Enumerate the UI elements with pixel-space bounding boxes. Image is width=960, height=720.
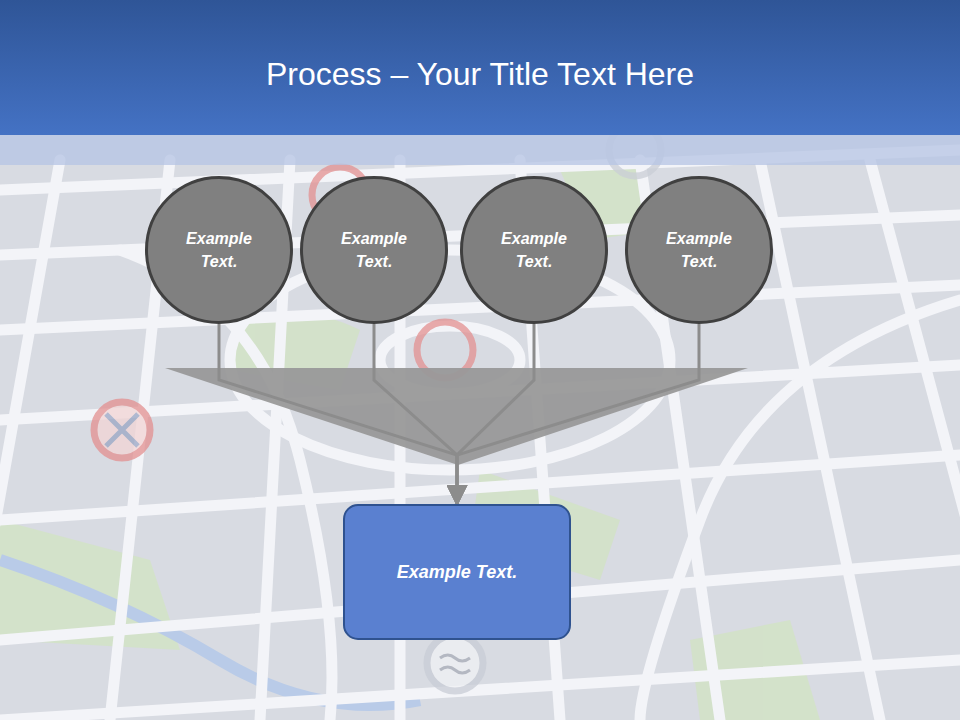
- node-label: Example Text.: [332, 227, 416, 273]
- circle-outline: [625, 176, 773, 324]
- node-label: Example Text.: [657, 227, 741, 273]
- result-box: Example Text.: [343, 504, 571, 640]
- slide-title: Process – Your Title Text Here: [0, 52, 960, 96]
- circle-outline: [300, 176, 448, 324]
- process-circle: Example Text.: [300, 176, 448, 324]
- flow-connector: [457, 324, 699, 504]
- merge-arrow: [165, 368, 748, 465]
- flow-connector: [457, 324, 534, 504]
- process-circle: Example Text.: [145, 176, 293, 324]
- circle-outline: [145, 176, 293, 324]
- node-label: Example Text.: [177, 227, 261, 273]
- flow-connector: [374, 324, 457, 504]
- node-label: Example Text.: [397, 560, 517, 584]
- flow-connector: [219, 324, 457, 504]
- process-circle: Example Text.: [625, 176, 773, 324]
- node-label: Example Text.: [492, 227, 576, 273]
- process-circle: Example Text.: [460, 176, 608, 324]
- circle-outline: [460, 176, 608, 324]
